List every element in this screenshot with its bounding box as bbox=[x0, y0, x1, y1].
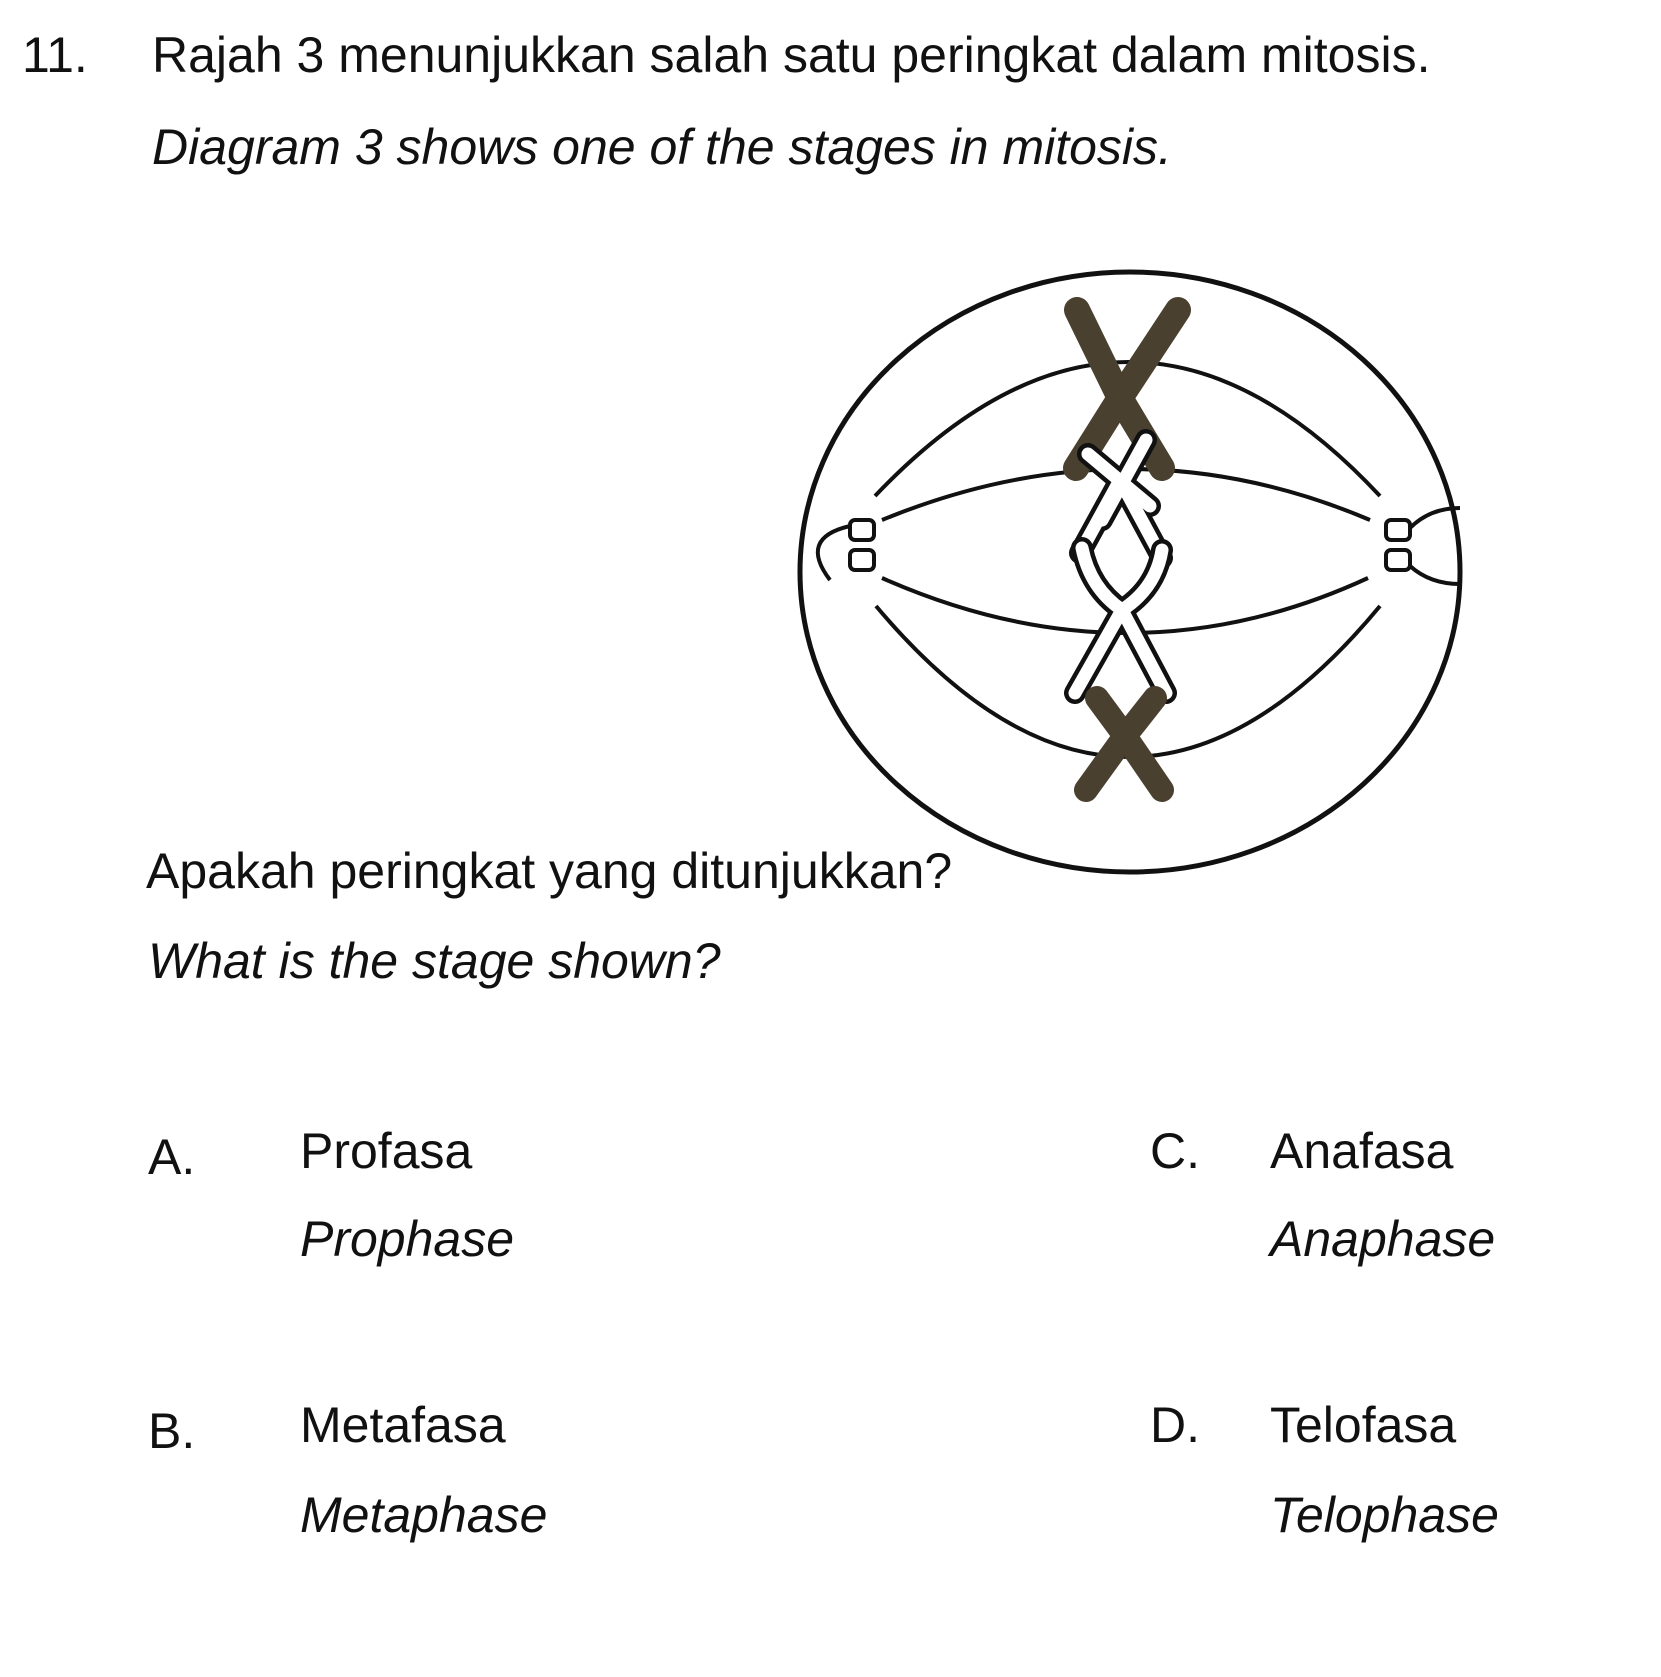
cell-membrane bbox=[797, 269, 1463, 875]
option-d-malay[interactable]: Telofasa bbox=[1270, 1397, 1457, 1453]
option-d-english[interactable]: Telophase bbox=[1270, 1487, 1499, 1543]
question-prompt-malay: Apakah peringkat yang ditunjukkan? bbox=[146, 843, 953, 899]
chromosome-dark-bottom bbox=[1074, 686, 1174, 802]
question-stem-malay: Rajah 3 menunjukkan salah satu peringkat… bbox=[152, 27, 1431, 83]
option-a-letter[interactable]: A. bbox=[148, 1129, 196, 1185]
question-stem-english: Diagram 3 shows one of the stages in mit… bbox=[152, 119, 1172, 175]
option-b-letter[interactable]: B. bbox=[148, 1403, 196, 1459]
chromosome-light-middle bbox=[1064, 537, 1177, 704]
centriole-right bbox=[1384, 506, 1461, 586]
option-c-english[interactable]: Anaphase bbox=[1270, 1211, 1496, 1267]
centriole-left bbox=[815, 518, 876, 582]
question-number: 11. bbox=[22, 27, 88, 83]
option-c-malay[interactable]: Anafasa bbox=[1270, 1123, 1454, 1179]
option-c-letter[interactable]: C. bbox=[1150, 1123, 1200, 1179]
option-d-letter[interactable]: D. bbox=[1150, 1397, 1200, 1453]
option-b-english[interactable]: Metaphase bbox=[300, 1487, 548, 1543]
question-prompt-english: What is the stage shown? bbox=[148, 933, 721, 989]
option-a-malay[interactable]: Profasa bbox=[300, 1123, 473, 1179]
option-a-english[interactable]: Prophase bbox=[300, 1211, 515, 1267]
mitosis-diagram bbox=[797, 269, 1463, 875]
option-b-malay[interactable]: Metafasa bbox=[300, 1397, 506, 1453]
